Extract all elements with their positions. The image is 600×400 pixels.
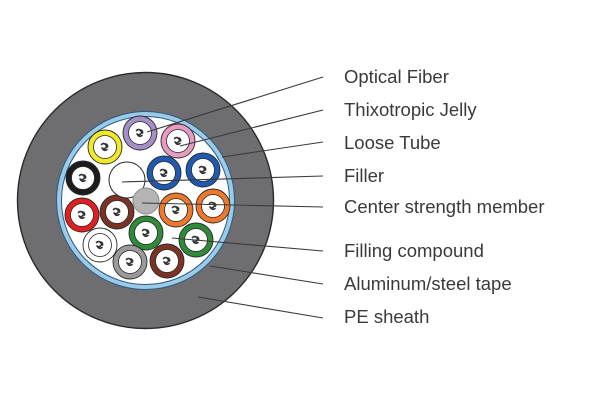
filler [108,161,146,199]
label-thixotropic-jelly: Thixotropic Jelly [344,99,477,120]
loose-tube-white [82,227,118,263]
optical-fiber-bundle [159,168,168,178]
optical-fiber-bundle [198,165,207,175]
label-optical-fiber: Optical Fiber [344,66,449,87]
leader-lines [121,76,324,319]
loose-tube-brown [99,194,135,230]
leader-line-pe-sheath [197,296,324,319]
center-strength-member [132,187,160,215]
optical-fiber-bundle [125,257,134,267]
thixotropic-jelly [164,198,188,222]
leader-line-filling-compound [171,237,324,252]
label-center-strength-member: Center strength member [344,196,545,217]
label-filler: Filler [344,165,385,186]
loose-tube-black [65,160,101,196]
loose-tube-blue [146,155,182,191]
optical-fiber-bundle [112,207,121,217]
thixotropic-jelly [152,161,176,185]
loose-tube-pink [160,123,196,159]
thixotropic-jelly [93,135,117,159]
label-filling-compound: Filling compound [344,240,484,261]
thixotropic-jelly [166,129,190,153]
loose-tube-brown [149,243,185,279]
thixotropic-jelly [118,250,142,274]
optical-fiber-bundle [171,205,180,215]
optical-fiber-bundle [135,128,144,138]
thixotropic-jelly [71,166,95,190]
optical-fiber-bundle [191,235,200,245]
optical-fiber-bundle [77,210,86,220]
thixotropic-jelly [105,200,129,224]
optical-fiber-bundle [162,256,171,266]
optical-fiber-bundle [173,136,182,146]
thixotropic-jelly [201,194,225,218]
optical-fiber-bundle [100,142,109,152]
thixotropic-jelly [191,158,215,182]
label-loose-tube: Loose Tube [344,132,441,153]
thixotropic-jelly [128,121,152,145]
label-pe-sheath: PE sheath [344,306,430,327]
loose-tube-green [128,215,164,251]
loose-tube-orange [158,192,194,228]
leader-line-thixotropic-jelly [179,109,324,147]
leader-line-loose-tube [221,141,324,158]
loose-tube-orange [195,188,231,224]
optical-fiber-bundle [95,240,104,250]
leader-line-filler [121,175,324,183]
leader-line-center-strength-member [141,202,324,208]
loose-tube-blue [185,152,221,188]
thixotropic-jelly [134,221,158,245]
label-aluminum-steel-tape: Aluminum/steel tape [344,273,512,294]
leader-line-optical-fiber [146,76,324,133]
thixotropic-jelly [88,233,112,257]
thixotropic-jelly [155,249,179,273]
loose-tubes [64,115,231,280]
optical-fiber-bundle [141,228,150,238]
loose-tube-purple [122,115,158,151]
leader-line-aluminum-steel-tape [209,265,324,285]
loose-tube-gray [112,244,148,280]
loose-tube-yellow [87,129,123,165]
optical-fiber-bundle [78,173,87,183]
loose-tube-red [64,197,100,233]
thixotropic-jelly [70,203,94,227]
